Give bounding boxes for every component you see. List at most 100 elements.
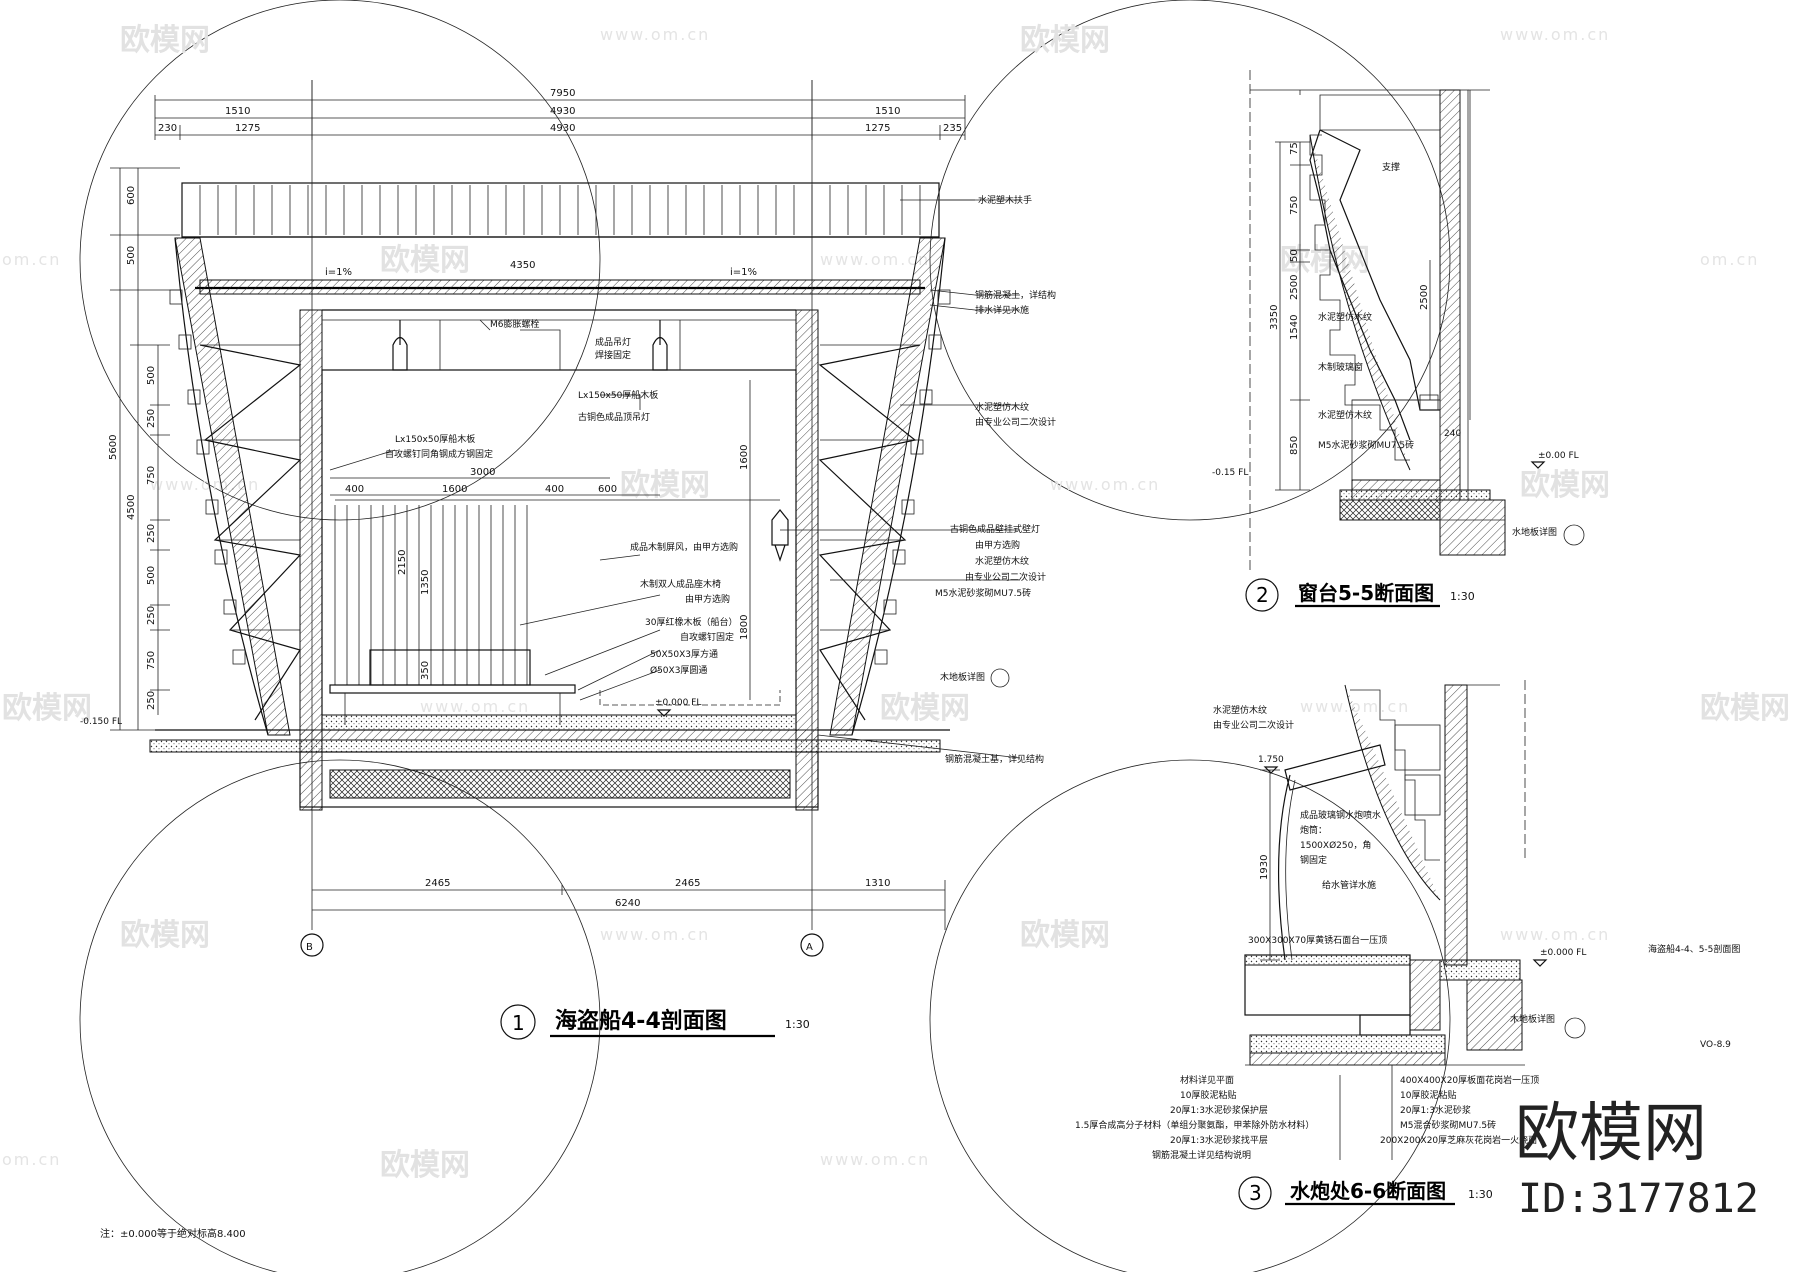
s3-label-cannon2: 炮筒： <box>1300 824 1327 836</box>
dim-inner-3000: 3000 <box>470 467 495 478</box>
section-6-6: 1930 1.750 ±0.000 FL 水泥塑仿木纹 由专业公司二次设计 成品… <box>1075 680 1586 1210</box>
section-number-circle <box>500 1004 536 1040</box>
dim-inner-1350: 1350 <box>420 570 431 595</box>
label-beam2: Lx150x50厚船木板 <box>395 433 475 445</box>
slope-right: i=1% <box>730 267 757 278</box>
hull-step <box>196 439 210 455</box>
s3-top-level: 1.750 <box>1258 755 1284 765</box>
hull-step <box>205 499 219 515</box>
section-5-5: 75 750 50 2500 1540 850 3350 2500 -0.15 … <box>1212 70 1585 612</box>
dim-height-5600: 5600 <box>108 435 119 460</box>
pendant-lamp-icon <box>652 320 668 371</box>
hull-step <box>883 599 897 615</box>
watermark-url: www.om.cn <box>820 250 930 269</box>
watermark-url: www.om.cn <box>600 925 710 944</box>
level-inner: ±0.000 FL <box>655 698 701 708</box>
s2-title: 窗台5-5断面图 <box>1298 581 1434 605</box>
interior-walls <box>149 309 950 811</box>
dim-row3-c: 4930 <box>550 123 575 134</box>
s3-l3: 20厚1:3水泥砂浆保护层 <box>1170 1104 1268 1116</box>
watermark-brand: 欧模网 <box>1520 468 1610 503</box>
watermark-url: om.cn <box>2 250 61 269</box>
s3-label-cannon3: 1500XØ250，角 <box>1300 839 1371 851</box>
top-dimensions: 7950 1510 4930 1510 230 1275 4930 1275 2… <box>154 80 966 140</box>
watermark-brand: 欧模网 <box>380 1148 470 1183</box>
dim-seg-4: 250 <box>146 524 157 543</box>
dim-seg-3: 750 <box>146 466 157 485</box>
label-floor: 木地板详图 <box>940 671 985 683</box>
label-drain: 排水详见水施 <box>975 304 1029 316</box>
label-wood3: 水泥塑仿木纹 <box>975 555 1029 567</box>
watermark-url: www.om.cn <box>1500 25 1610 44</box>
s3-left-callouts: 材料详见平面 10厚胶泥粘贴 20厚1:3水泥砂浆保护层 1.5厚合成高分子材料… <box>1075 1074 1341 1161</box>
hull-step <box>169 289 183 305</box>
s2-label-240: 240 <box>1444 429 1461 439</box>
s2-dim-2500: 2500 <box>1289 275 1300 300</box>
s2-dim-50: 50 <box>1289 249 1300 262</box>
label-slab: 钢筋混凝土，详结构 <box>975 289 1056 301</box>
s3-right-callouts: 400X400X20厚板面花岗岩一压顶 10厚胶泥粘贴 20厚1:3水泥砂浆 M… <box>1380 1065 1539 1160</box>
hull-step <box>178 334 192 350</box>
dim-bottom-a: 2465 <box>425 878 450 889</box>
dim-seg-7: 750 <box>146 651 157 670</box>
axis-label-a: A <box>806 942 813 953</box>
dim-seg-2: 250 <box>146 409 157 428</box>
s2-dim-2500-inner: 2500 <box>1419 285 1430 310</box>
label-wood4: 由专业公司二次设计 <box>965 571 1046 583</box>
watermark-brand: 欧模网 <box>1020 918 1110 953</box>
watermark-brand: 欧模网 <box>880 691 970 726</box>
s3-l1: 材料详见平面 <box>1180 1074 1234 1086</box>
leaders <box>329 199 1021 759</box>
label-seat1: 木制双人成品座木椅 <box>640 578 721 590</box>
dim-row3-b: 1275 <box>235 123 260 134</box>
s3-r1: 400X400X20厚板面花岗岩一压顶 <box>1400 1074 1539 1086</box>
label-steel2: Ø50X3厚圆通 <box>650 665 707 676</box>
watermark-circle <box>79 759 601 1272</box>
label-beam1: Lx150x50厚船木板 <box>578 389 658 401</box>
watermark-circle <box>929 759 1451 1272</box>
section-4-4: 7950 1510 4930 1510 230 1275 4930 1275 2… <box>80 80 1056 1240</box>
watermark-brand: 欧模网 <box>620 468 710 503</box>
label-wood2: 由专业公司二次设计 <box>975 416 1056 428</box>
label-beam1b: 古铜色成品顶吊灯 <box>578 411 650 423</box>
slope-mid-dim: 4350 <box>510 260 535 271</box>
hull-step <box>919 389 933 405</box>
dim-seg-8: 250 <box>146 691 157 710</box>
dim-inner-350: 350 <box>420 661 431 680</box>
s3-label-cannon4: 钢固定 <box>1300 854 1327 866</box>
s2-level-right: ±0.00 FL <box>1538 451 1579 461</box>
s3-label-cannon1: 成品玻璃钢水炮喷水 <box>1300 809 1381 821</box>
s2-scale: 1:30 <box>1450 590 1475 603</box>
s3-scale: 1:30 <box>1468 1188 1493 1201</box>
s3-r3: 20厚1:3水泥砂浆 <box>1400 1104 1471 1116</box>
hull-step <box>937 289 951 305</box>
s3-level-right: ±0.000 FL <box>1540 948 1586 958</box>
wall-lamp-icon <box>771 509 789 562</box>
s2-number: 2 <box>1256 583 1269 607</box>
inner-dimensions: 3000 400 1600 400 600 2150 1350 350 1600… <box>330 380 751 700</box>
dim-inner-1600: 1600 <box>442 484 467 495</box>
s3-number-circle <box>1238 1176 1272 1210</box>
label-board: 30厚红橡木板（船台） <box>645 616 737 628</box>
s3-l2: 10厚胶泥粘贴 <box>1180 1089 1236 1101</box>
s3-number: 3 <box>1249 1181 1262 1205</box>
dim-height-500: 500 <box>126 246 137 265</box>
s3-dim-1930: 1930 <box>1259 855 1270 880</box>
hull-step <box>874 649 888 665</box>
s2-dim-3350: 3350 <box>1269 305 1280 330</box>
watermark-brand: 欧模网 <box>120 23 210 58</box>
hull-step <box>910 439 924 455</box>
hull-step <box>223 599 237 615</box>
watermark-brand: 欧模网 <box>1020 23 1110 58</box>
section-number: 1 <box>512 1011 525 1035</box>
dim-bottom-b: 2465 <box>675 878 700 889</box>
axis-marker-b <box>300 933 324 957</box>
s2-label-wood2: 水泥塑仿木纹 <box>1318 409 1372 421</box>
hull-step <box>187 389 201 405</box>
dim-top-mid: 4930 <box>550 106 575 117</box>
ship-hull <box>169 237 951 736</box>
sheet-code: VO-8.9 <box>1700 1040 1731 1050</box>
s2-label-mortar: M5水泥砂浆砌MU7.5砖 <box>1318 439 1414 451</box>
s3-l5: 20厚1:3水泥砂浆找平层 <box>1170 1134 1268 1146</box>
